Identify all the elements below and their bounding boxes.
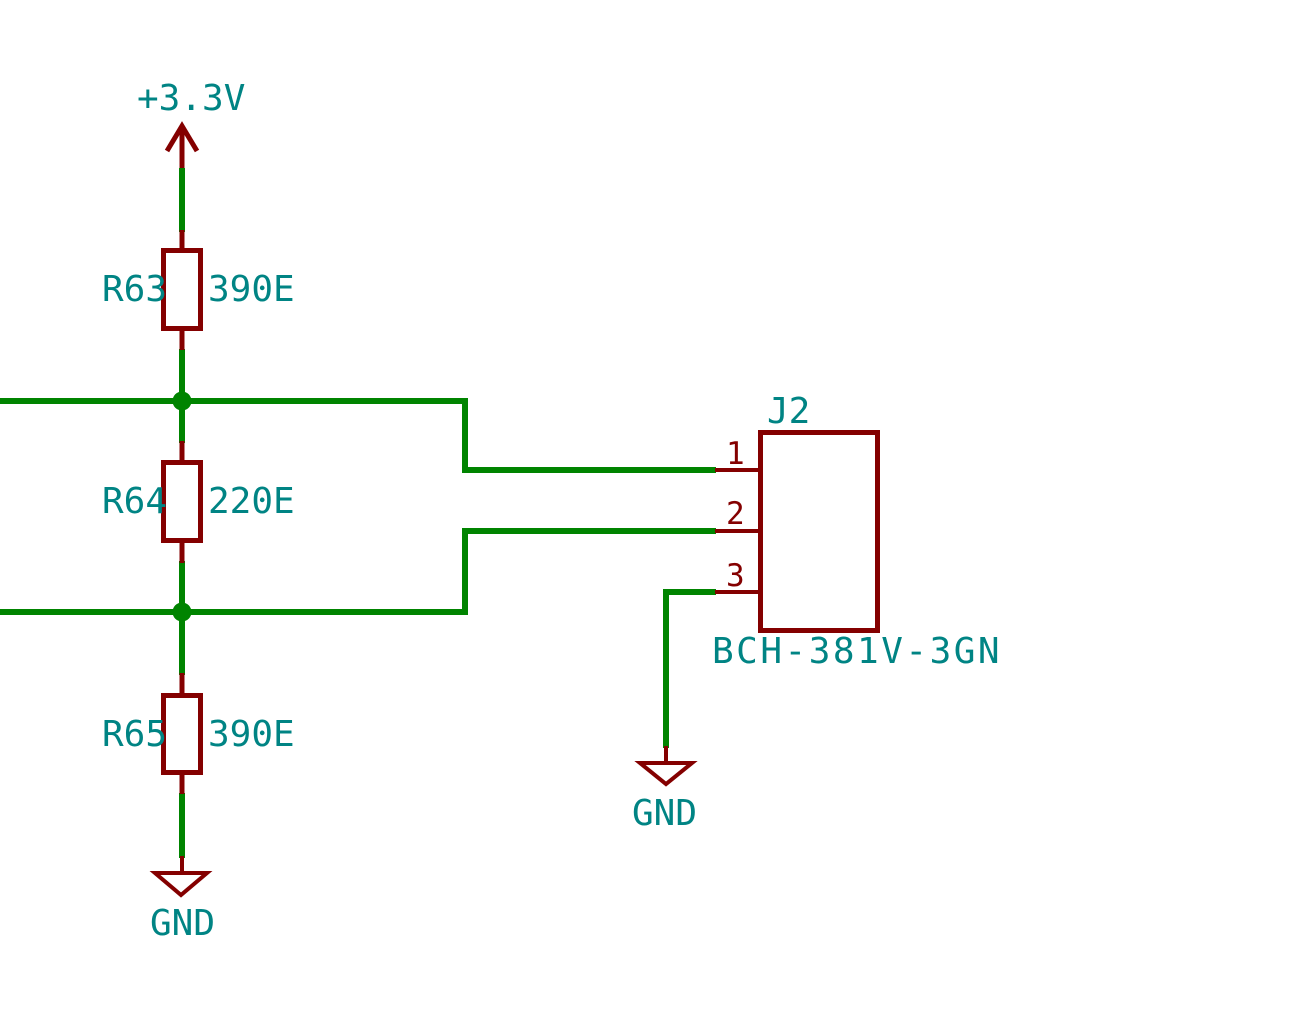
power-arrow-head-icon xyxy=(164,121,200,153)
wire-pin3-gnd-path xyxy=(663,589,716,748)
r65-value-label[interactable]: 390E xyxy=(208,714,295,755)
j2-body xyxy=(758,430,880,633)
j2-ref-label[interactable]: J2 xyxy=(767,391,811,432)
resistor-r64[interactable] xyxy=(161,441,203,563)
gnd-left-triangle-icon xyxy=(149,871,213,898)
gnd-right-label[interactable]: GND xyxy=(632,793,698,834)
j2-value-label[interactable]: BCH-381V-3GN xyxy=(712,631,1003,672)
j2-pin3-number: 3 xyxy=(726,558,745,594)
wire-bottom-to-pin2 xyxy=(0,528,716,615)
wire-top-to-pin1 xyxy=(0,398,716,473)
connector-j2[interactable] xyxy=(715,430,880,633)
power-flag-symbol[interactable] xyxy=(164,121,200,168)
power-net-label[interactable]: +3.3V xyxy=(137,78,246,119)
r63-body xyxy=(161,248,203,331)
gnd-left-label[interactable]: GND xyxy=(150,903,216,944)
r65-ref-label[interactable]: R65 xyxy=(102,714,168,755)
gnd-symbol-left[interactable] xyxy=(149,856,213,898)
r65-body xyxy=(161,693,203,775)
gnd-right-triangle-icon xyxy=(634,761,698,787)
resistor-r65[interactable] xyxy=(161,673,203,794)
j2-pin2-number: 2 xyxy=(726,496,745,532)
r64-value-label[interactable]: 220E xyxy=(208,481,295,522)
r63-value-label[interactable]: 390E xyxy=(208,269,295,310)
wire-net-bottom[interactable] xyxy=(0,528,716,615)
wire-pin3-to-gnd[interactable] xyxy=(663,589,716,748)
wire-net-top[interactable] xyxy=(0,398,716,473)
r63-ref-label[interactable]: R63 xyxy=(102,269,168,310)
junction-dot-bottom[interactable] xyxy=(172,602,192,622)
r64-ref-label[interactable]: R64 xyxy=(102,481,168,522)
resistor-r63[interactable] xyxy=(161,230,203,350)
junction-dot-top[interactable] xyxy=(172,391,192,411)
j2-pin1-number: 1 xyxy=(726,436,745,472)
r64-body xyxy=(161,460,203,543)
gnd-symbol-right[interactable] xyxy=(634,746,698,787)
